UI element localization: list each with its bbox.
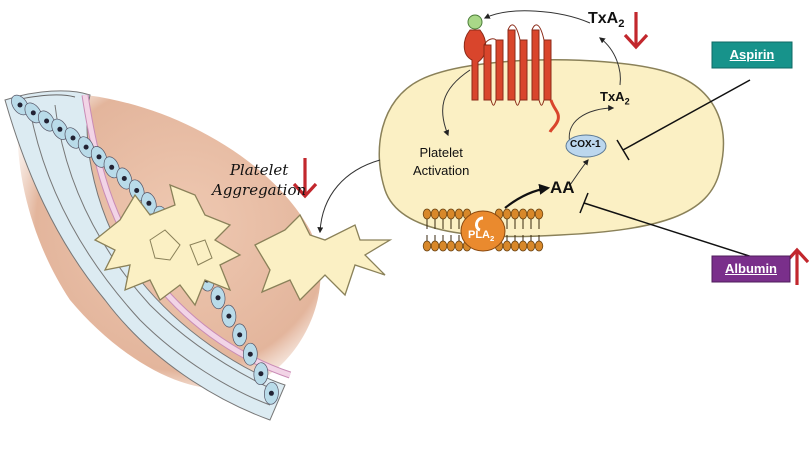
platelet-aggregation-line1: Platelet xyxy=(229,161,289,179)
vessel-cell-nucleus xyxy=(44,118,50,124)
platelet-aggregation-label: Platelet Aggregation xyxy=(212,160,306,200)
vessel-cell-nucleus xyxy=(121,176,127,181)
arrow-receptor-to-activation xyxy=(442,69,471,137)
membrane-bead xyxy=(502,208,512,220)
vessel-cell-nucleus xyxy=(109,164,115,170)
membrane-bead xyxy=(518,240,528,252)
albumin-box xyxy=(711,255,791,283)
membrane-bead xyxy=(454,208,464,220)
membrane-bead xyxy=(518,208,528,220)
vessel-cell-nucleus xyxy=(70,135,76,141)
arrow-aa-to-cox xyxy=(569,159,589,186)
membrane-bead xyxy=(510,208,520,220)
membrane-bead xyxy=(454,240,464,252)
vessel-cell-nucleus xyxy=(247,351,253,357)
platelet-activation-line2: Activation xyxy=(413,163,470,178)
pla2-base: PLA xyxy=(468,229,490,241)
txa2-outside-base: TxA xyxy=(588,10,619,27)
aspirin-inhibition xyxy=(616,79,751,161)
txa2-inside-base: TxA xyxy=(600,89,625,104)
vessel-cell-nucleus xyxy=(134,188,140,193)
membrane-bead xyxy=(526,240,536,252)
aspirin-box xyxy=(711,41,793,69)
membrane-bead xyxy=(526,208,536,220)
arrow-txa2-to-receptor xyxy=(483,10,591,24)
arrow-activation-to-platelet xyxy=(317,159,381,234)
pla2-label: PLA2 xyxy=(468,229,494,243)
membrane-bead xyxy=(510,240,520,252)
arrow-pla2-to-aa xyxy=(504,183,551,209)
vessel-cell-nucleus xyxy=(83,144,89,150)
cox1-label: COX-1 xyxy=(570,139,601,150)
aspirin-label: Aspirin xyxy=(729,47,775,62)
vessel-cell-nucleus xyxy=(146,200,152,206)
aggregated-platelets xyxy=(93,183,242,307)
platelet-cell xyxy=(378,59,725,238)
vessel-cell-nucleus xyxy=(237,332,243,338)
membrane-bead xyxy=(446,208,456,220)
membrane-bead xyxy=(438,240,448,252)
txa2-outside-sub: 2 xyxy=(618,18,625,31)
activated-platelet xyxy=(254,213,393,302)
platelet-activation-line1: Platelet xyxy=(419,145,463,160)
txa2-down-arrow xyxy=(623,12,649,50)
arrow-txa2-out xyxy=(599,37,621,86)
vessel-cell-nucleus xyxy=(268,390,274,396)
vessel-cell-nucleus xyxy=(57,126,63,132)
membrane-bead xyxy=(438,208,448,220)
membrane-bead xyxy=(534,240,544,252)
albumin-label: Albumin xyxy=(725,261,777,276)
membrane-bead xyxy=(446,240,456,252)
aggregation-down-arrow xyxy=(292,158,318,199)
pla2-sub: 2 xyxy=(490,234,495,244)
txa2-inside-sub: 2 xyxy=(624,96,630,107)
platelet-activation-label: Platelet Activation xyxy=(413,144,469,180)
platelet-aggregation-line2: Aggregation xyxy=(212,181,307,199)
vessel-cell-nucleus xyxy=(96,154,102,160)
albumin-inhibition xyxy=(579,192,769,263)
cox1-enzyme xyxy=(565,134,607,158)
membrane-bead xyxy=(430,208,440,220)
pla2-enzyme xyxy=(460,210,506,252)
aa-label: AA xyxy=(550,178,575,197)
membrane-bead xyxy=(502,240,512,252)
membrane-bead xyxy=(430,240,440,252)
vessel-cell-nucleus xyxy=(17,102,23,108)
txa2-receptor xyxy=(463,24,560,133)
vessel-cell-nucleus xyxy=(215,295,221,301)
txa2-ligand xyxy=(467,14,483,30)
vessel-cell-nucleus xyxy=(30,110,36,116)
membrane-bead xyxy=(534,208,544,220)
vessel-cell-nucleus xyxy=(258,371,264,377)
txa2-inside-label: TxA2 xyxy=(600,89,630,107)
vessel-cell-nucleus xyxy=(226,313,232,319)
txa2-outside-label: TxA2 xyxy=(588,10,624,30)
membrane-bead xyxy=(422,208,432,220)
membrane-bead xyxy=(422,240,432,252)
membrane-segment xyxy=(422,208,544,252)
